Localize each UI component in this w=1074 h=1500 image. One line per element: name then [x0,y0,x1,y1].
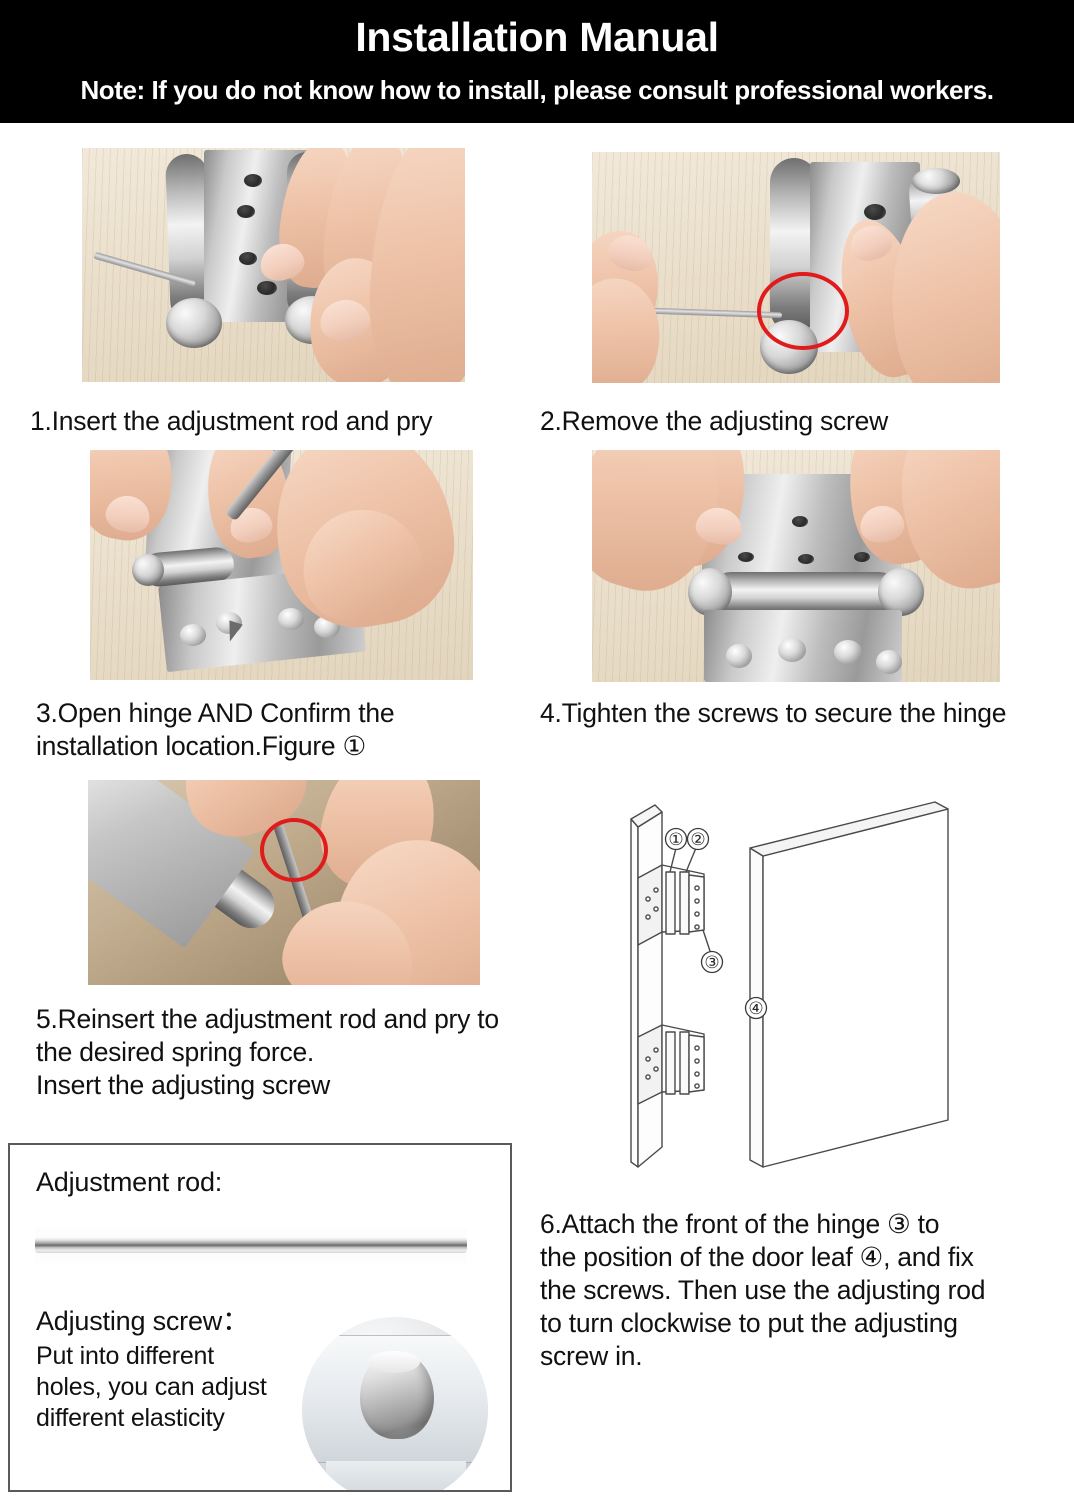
step-2-caption: 2.Remove the adjusting screw [540,406,888,436]
diagram-callout-1: ① [668,830,683,849]
step-4-caption: 4.Tighten the screws to secure the hinge [540,698,1007,728]
hinge-end-cap-left [688,568,732,616]
fastened-screw [834,640,862,664]
step-3-caption: 3.Open hinge AND Confirm the installatio… [36,698,395,761]
step-2-photo [592,152,1000,383]
hinge-hole [257,281,277,295]
page-title: Installation Manual [355,14,719,60]
hinge-barrel [710,572,900,614]
adjustment-rod-photo [35,1227,467,1263]
fastened-screw [726,644,752,668]
diagram-callout-2: ② [690,830,705,849]
hinge-hole [237,205,255,218]
hinge-hole [738,552,754,562]
screw-hole [278,608,304,630]
hinge-hole [239,252,257,265]
step-1-caption: 1.Insert the adjustment rod and pry [30,406,433,436]
hinge-end-cap-right [878,568,924,616]
step-5-photo [88,780,480,985]
screw-hole [216,612,242,634]
step-6-diagram: ① ② ③ ④ [600,782,1074,1182]
hinge-end-cap [132,554,164,586]
step-5-red-circle-annotation [260,818,328,882]
adjustment-rod-label: Adjustment rod: [36,1167,223,1197]
manual-header: Installation Manual Note: If you do not … [0,0,1074,123]
hinge-hole [244,174,262,187]
barrel-lower-shadow [326,1461,466,1490]
header-note: Note: If you do not know how to install,… [80,75,994,105]
hinge-hole [864,204,886,220]
step-3-photo [90,450,473,680]
rod-shaft [35,1237,467,1253]
diagram-callout-4: ④ [748,999,763,1018]
step-4-photo [592,450,1000,682]
adjusting-screw-description: Put into different holes, you can adjust… [36,1342,267,1432]
hinge-hole [792,516,808,527]
hinge-end-cap-left [166,298,222,348]
step-2-red-circle-annotation [757,272,849,350]
door-hinge-assembly-drawing: ① ② ③ ④ [630,801,949,1168]
fastened-screw [778,638,806,662]
adjusting-screw-label: Adjusting screw： [36,1306,249,1336]
adjusting-screw-closeup-photo [302,1317,488,1490]
screw-hole [180,624,206,646]
hinge-hole [854,552,870,562]
step-1-photo [82,148,465,382]
hinge-hole [798,554,814,564]
step-6-caption: 6.Attach the front of the hinge ③ to the… [540,1209,986,1371]
step-5-caption: 5.Reinsert the adjustment rod and pry to… [36,1004,499,1100]
diagram-callout-3: ③ [704,953,719,972]
screw-top-face [368,1351,420,1373]
fastened-screw [876,650,902,674]
parts-reference-box: Adjustment rod: Adjusting screw： Put int… [8,1143,512,1492]
hinge-end-cap-top [912,168,960,194]
